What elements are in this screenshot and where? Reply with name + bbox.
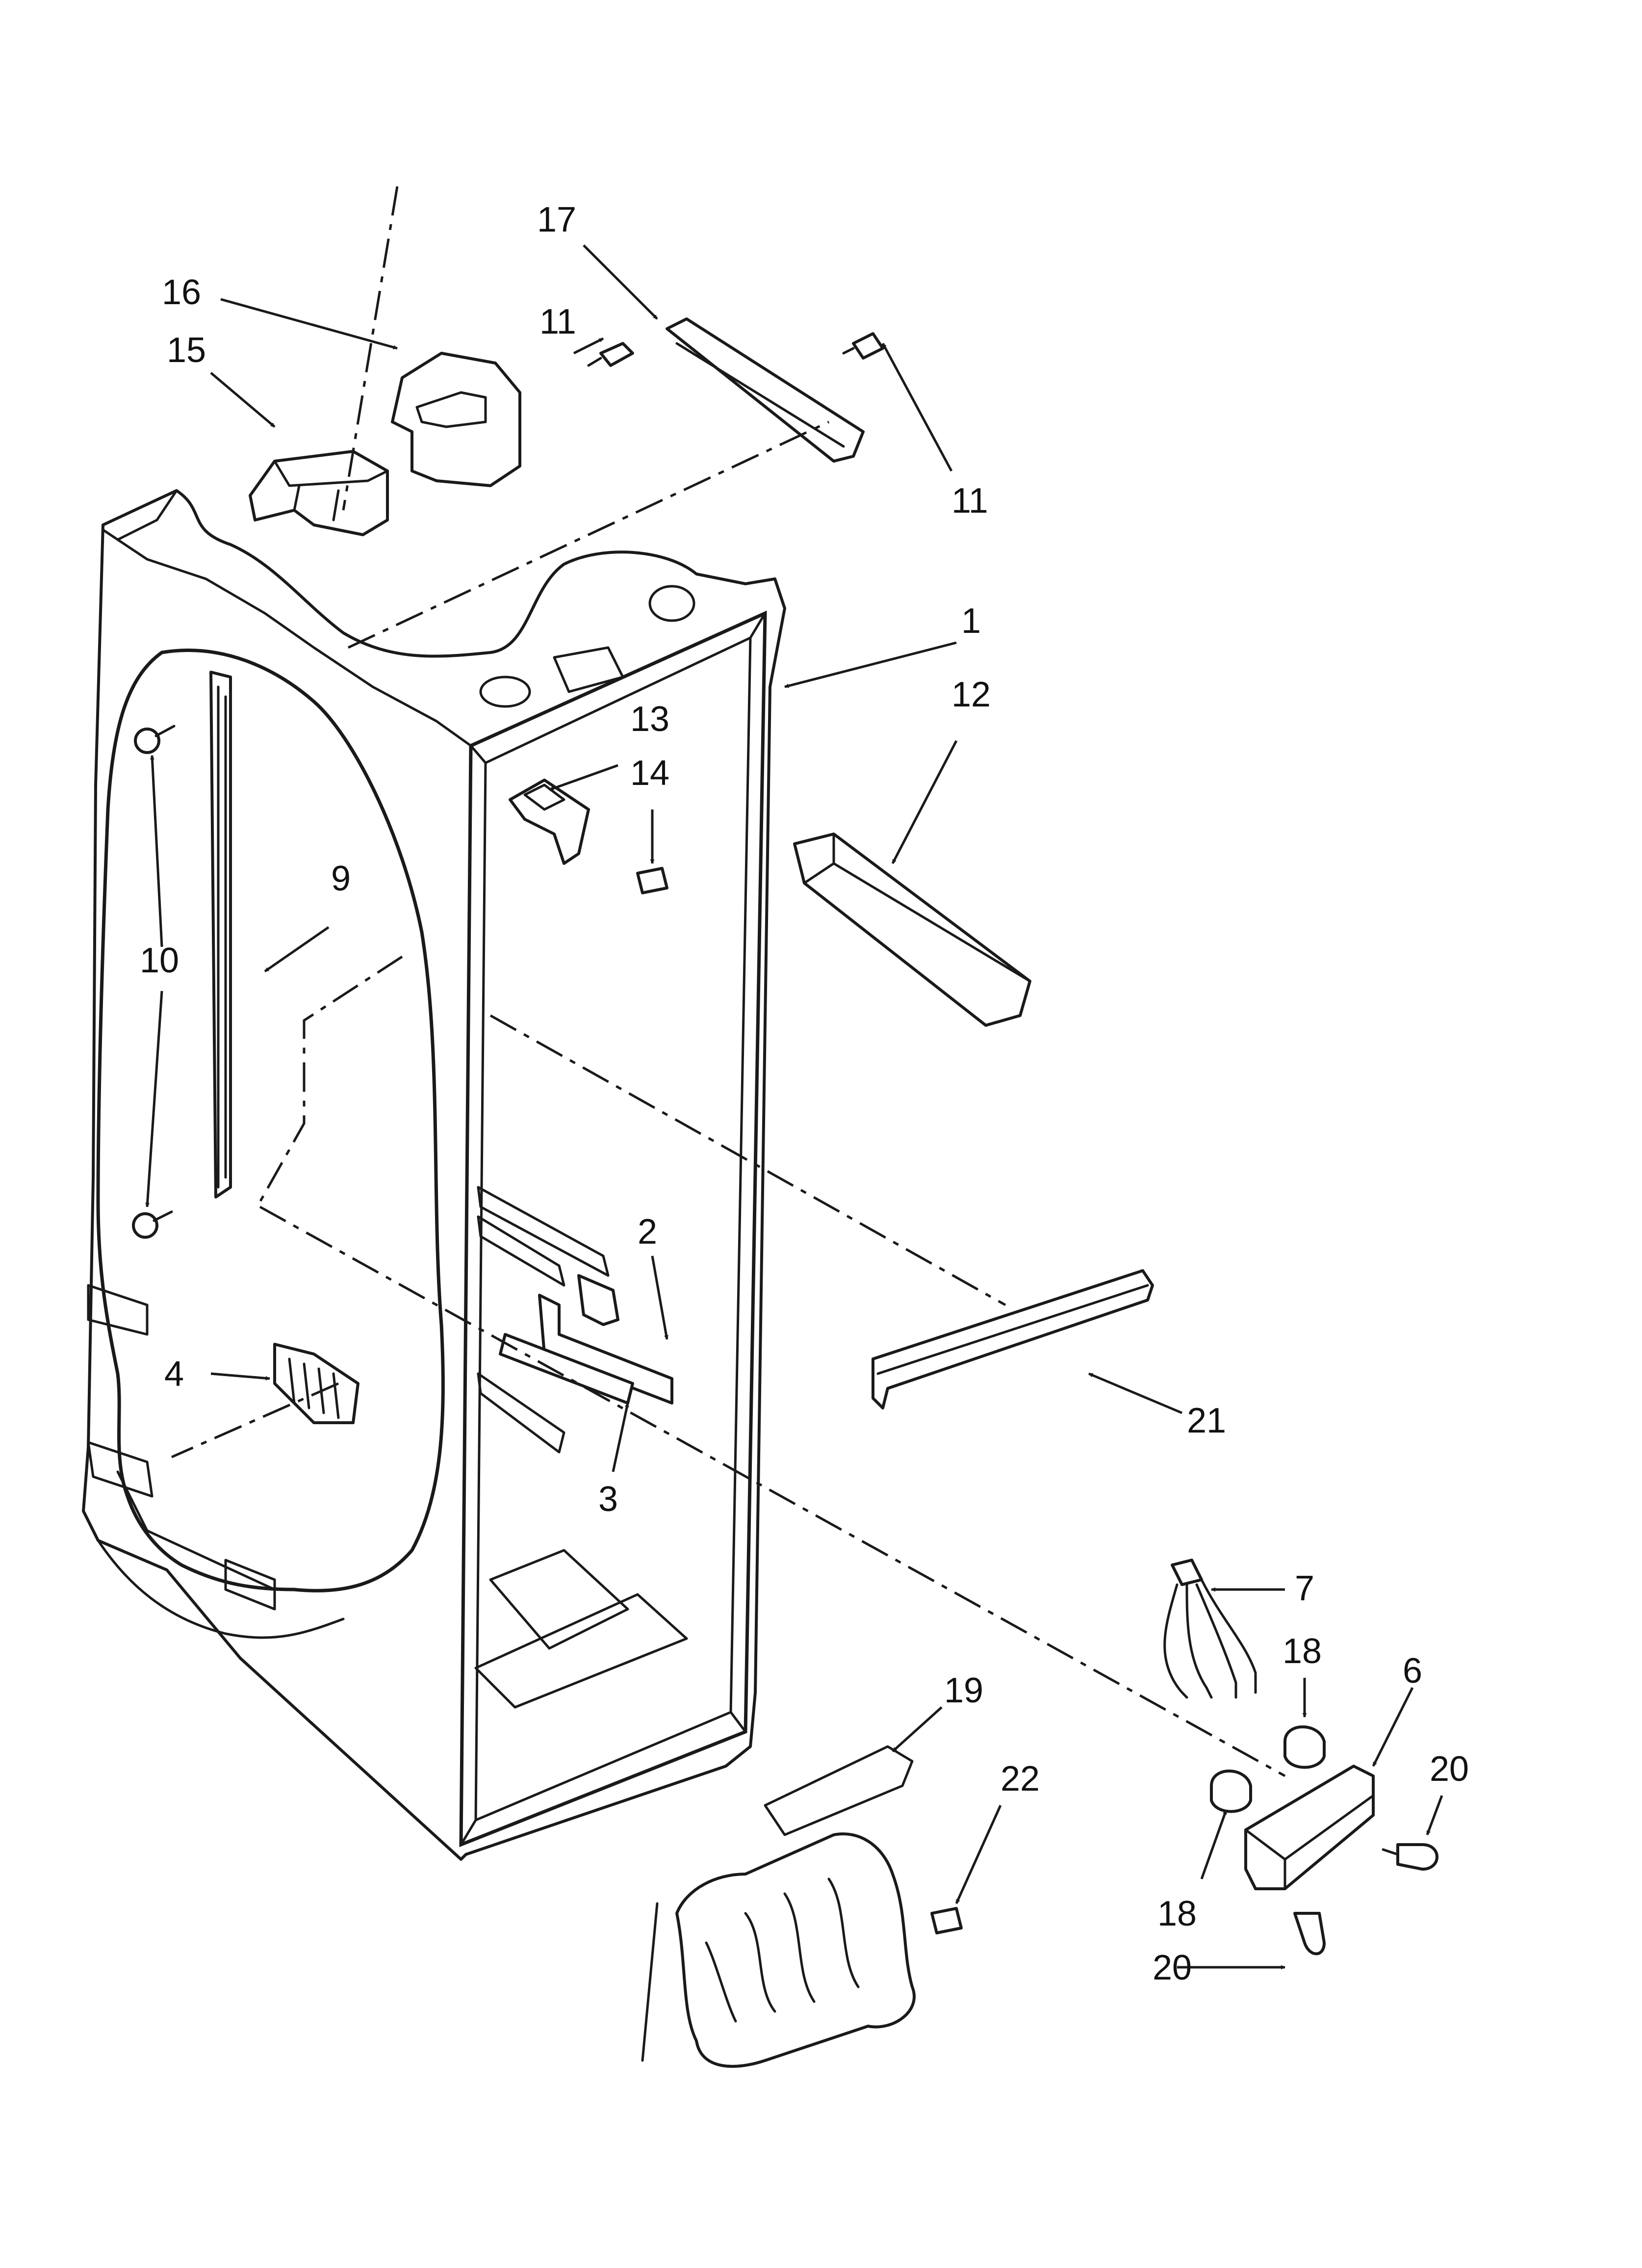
coil-19 — [641, 1745, 916, 2068]
bulb-20-upper — [1382, 1843, 1438, 1871]
channel-12 — [793, 833, 1031, 1027]
screw-11-right — [842, 332, 884, 360]
callout-14: 14 — [630, 754, 669, 793]
callout-13: 13 — [630, 700, 669, 739]
shelf-ladder — [209, 671, 232, 1199]
callout-labels: 17 16 11 15 11 1 12 13 14 9 10 2 4 21 3 … — [140, 200, 1469, 1987]
callout-15: 15 — [167, 331, 206, 370]
channel-21 — [872, 1269, 1154, 1409]
callout-22: 22 — [1001, 1759, 1040, 1799]
callout-12: 12 — [951, 675, 991, 714]
screw-14 — [636, 867, 668, 894]
screw-10-top — [134, 725, 176, 754]
screw-11-left — [587, 342, 634, 367]
bracket-13 — [509, 779, 590, 865]
callout-2: 2 — [638, 1212, 657, 1251]
callout-16: 16 — [162, 273, 201, 312]
light-bracket — [391, 352, 521, 487]
callout-20-top: 20 — [1430, 1749, 1469, 1789]
socket-18-lower — [1210, 1770, 1252, 1813]
top-rail — [666, 317, 865, 463]
callout-7: 7 — [1295, 1569, 1314, 1608]
callout-10: 10 — [140, 941, 179, 980]
callout-3: 3 — [598, 1480, 618, 1519]
callout-11-right: 11 — [951, 481, 988, 521]
callout-19: 19 — [944, 1671, 983, 1710]
socket-18-upper — [1283, 1725, 1326, 1769]
callout-18-top: 18 — [1283, 1632, 1322, 1671]
callout-6: 6 — [1403, 1651, 1422, 1691]
callout-9: 9 — [331, 859, 351, 898]
callout-21: 21 — [1187, 1401, 1226, 1440]
callout-4: 4 — [164, 1355, 184, 1394]
housing-6 — [1244, 1765, 1375, 1890]
assembly-lines — [171, 186, 1286, 1777]
bulb-20-lower — [1293, 1912, 1326, 1955]
callout-1: 1 — [961, 601, 981, 641]
callout-18-bottom: 18 — [1157, 1894, 1197, 1933]
callout-20-bottom: 20 — [1153, 1948, 1192, 1987]
screw-10-bottom — [132, 1210, 173, 1239]
leader-lines — [145, 244, 1443, 1970]
screw-22 — [930, 1907, 963, 1934]
cabinet-liner — [82, 489, 786, 1861]
callout-17: 17 — [537, 200, 576, 239]
light-housing — [249, 450, 389, 536]
callout-11-top: 11 — [539, 302, 576, 341]
wire-harness-7 — [1163, 1559, 1257, 1699]
